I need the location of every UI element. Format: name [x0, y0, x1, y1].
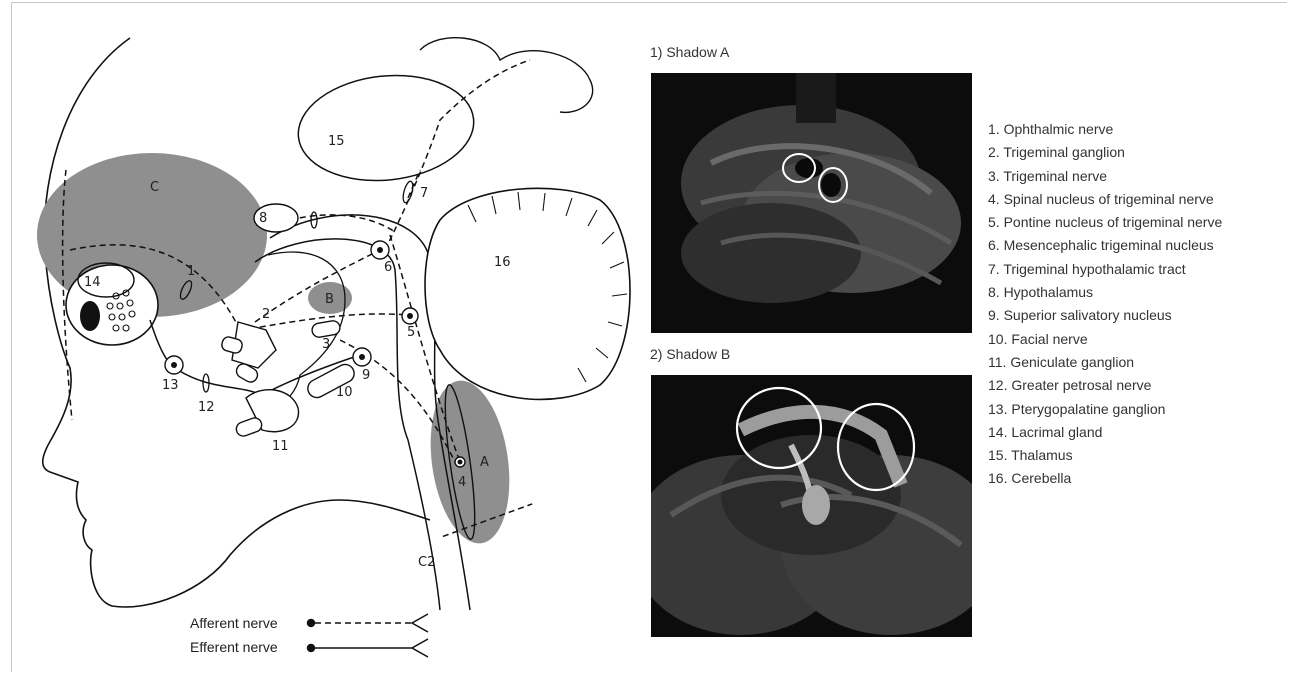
label-1: 1: [187, 264, 195, 279]
key-item: 10. Facial nerve: [988, 328, 1222, 351]
key-item: 1. Ophthalmic nerve: [988, 118, 1222, 141]
mri-shadow-a: [651, 73, 972, 333]
key-item: 15. Thalamus: [988, 444, 1222, 467]
label-9: 9: [362, 368, 370, 383]
key-item: 4. Spinal nucleus of trigeminal nerve: [988, 188, 1222, 211]
key-item: 12. Greater petrosal nerve: [988, 374, 1222, 397]
label-2: 2: [262, 307, 270, 322]
region-label-c: C: [150, 180, 159, 195]
mri-shadow-b: [651, 375, 972, 637]
key-item: 9. Superior salivatory nucleus: [988, 304, 1222, 327]
cerebellum-outline: [425, 188, 630, 399]
region-label-c2: C2: [418, 555, 435, 570]
label-13: 13: [162, 378, 179, 393]
label-5: 5: [407, 325, 415, 340]
label-14: 14: [84, 275, 101, 290]
panel-title-shadow-a: 1) Shadow A: [650, 44, 729, 60]
label-12: 12: [198, 400, 215, 415]
eye-globe: [66, 265, 158, 345]
label-10: 10: [336, 385, 353, 400]
label-15: 15: [328, 134, 345, 149]
panel-title-shadow-b: 2) Shadow B: [650, 346, 730, 362]
key-item: 3. Trigeminal nerve: [988, 165, 1222, 188]
key-item: 11. Geniculate ganglion: [988, 351, 1222, 374]
legend-afferent-label: Afferent nerve: [190, 615, 278, 631]
pupil: [80, 301, 100, 331]
thalamus: [293, 67, 479, 189]
label-7: 7: [420, 186, 428, 201]
legend-efferent-line: [308, 639, 429, 657]
key-item: 13. Pterygopalatine ganglion: [988, 398, 1222, 421]
structure-key-list: 1. Ophthalmic nerve 2. Trigeminal gangli…: [988, 118, 1222, 491]
region-label-b: B: [325, 292, 334, 307]
key-item: 7. Trigeminal hypothalamic tract: [988, 258, 1222, 281]
region-label-a: A: [480, 455, 489, 470]
label-4: 4: [458, 475, 466, 490]
legend-efferent-label: Efferent nerve: [190, 639, 278, 655]
label-3: 3: [322, 337, 330, 352]
tract-marker-7: [401, 180, 414, 203]
key-item: 14. Lacrimal gland: [988, 421, 1222, 444]
key-item: 5. Pontine nucleus of trigeminal nerve: [988, 211, 1222, 234]
label-6: 6: [384, 260, 392, 275]
key-item: 2. Trigeminal ganglion: [988, 141, 1222, 164]
label-11: 11: [272, 439, 289, 454]
key-item: 8. Hypothalamus: [988, 281, 1222, 304]
trigeminal-pathway-diagram: 1 2 3 4 5 6 7 8 9 10 11 12 13 14 15 16 C…: [0, 0, 640, 674]
label-16: 16: [494, 255, 511, 270]
label-8: 8: [259, 211, 267, 226]
key-item: 6. Mesencephalic trigeminal nucleus: [988, 234, 1222, 257]
cerebrum-outline: [420, 38, 593, 113]
legend-afferent-line: [308, 614, 429, 632]
key-item: 16. Cerebella: [988, 467, 1222, 490]
